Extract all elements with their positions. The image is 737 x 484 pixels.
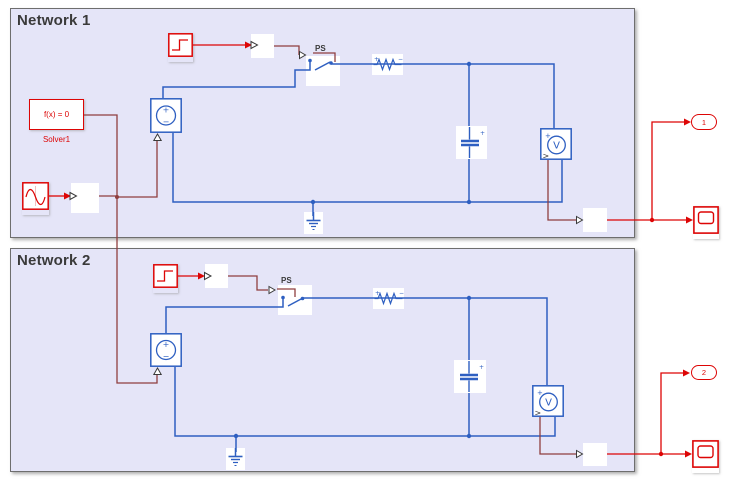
- resistor-block-2[interactable]: + −: [373, 288, 404, 314]
- ground-block-2[interactable]: [226, 448, 245, 475]
- capacitor-block-2[interactable]: +: [454, 360, 486, 398]
- svg-text:+: +: [374, 56, 379, 63]
- sine-wave-icon: [22, 182, 49, 210]
- simulink-ps-converter-step-2[interactable]: [205, 264, 228, 288]
- solver-configuration-block-1[interactable]: f(x) = 0: [29, 99, 84, 130]
- scope-block-1[interactable]: [693, 206, 719, 239]
- ps-output-port-glyph: >: [535, 409, 542, 418]
- ground-icon: [226, 448, 245, 470]
- solver-expression: f(x) = 0: [43, 110, 70, 119]
- capacitor-icon: +: [456, 126, 487, 159]
- scope-block-2[interactable]: [692, 440, 719, 473]
- svg-text:+: +: [163, 106, 170, 115]
- svg-text:+: +: [479, 364, 484, 371]
- network-1-area[interactable]: Network 1: [10, 8, 635, 238]
- svg-text:+: +: [480, 130, 485, 137]
- ps-output-port-glyph: >: [543, 152, 550, 161]
- scope-icon: [692, 440, 719, 468]
- ground-icon: [304, 212, 323, 234]
- ps-simulink-converter-1[interactable]: [583, 208, 607, 232]
- outport-1[interactable]: 1: [691, 114, 717, 130]
- svg-text:−: −: [399, 290, 404, 297]
- voltage-sensor-icon: + V >: [532, 385, 564, 418]
- network-2-area[interactable]: Network 2: [10, 248, 635, 472]
- sine-wave-block-1[interactable]: [22, 182, 49, 215]
- ps-input-port-triangle: [152, 132, 163, 141]
- voltage-source-icon: + −: [150, 333, 182, 375]
- svg-text:V: V: [545, 398, 552, 409]
- voltage-sensor-1[interactable]: + V >: [540, 128, 572, 165]
- switch-block-2[interactable]: [278, 285, 312, 315]
- scope-icon: [693, 206, 719, 234]
- svg-text:−: −: [398, 56, 403, 63]
- ps-input-port-triangle: [152, 366, 163, 375]
- resistor-block-1[interactable]: + −: [372, 54, 403, 80]
- voltage-sensor-2[interactable]: + V >: [532, 385, 564, 422]
- capacitor-block-1[interactable]: +: [456, 126, 487, 164]
- simulink-ps-converter-step-1[interactable]: [251, 34, 274, 58]
- switch-ps-port-label-1: PS: [315, 44, 326, 53]
- step-block-1[interactable]: [168, 33, 193, 62]
- step-block-2[interactable]: [153, 264, 178, 293]
- step-icon: [153, 264, 178, 288]
- ground-block-1[interactable]: [304, 212, 323, 239]
- ps-simulink-converter-2[interactable]: [583, 443, 607, 466]
- svg-text:+: +: [163, 340, 170, 349]
- network-2-title: Network 2: [17, 252, 91, 269]
- svg-text:−: −: [163, 352, 170, 361]
- controlled-voltage-source-2[interactable]: + −: [150, 333, 182, 382]
- simulink-ps-converter-sine-1[interactable]: [71, 183, 99, 213]
- resistor-icon: + −: [372, 54, 403, 75]
- network-1-title: Network 1: [17, 12, 91, 29]
- svg-text:+: +: [375, 290, 380, 297]
- resistor-icon: + −: [373, 288, 404, 309]
- outport-2[interactable]: 2: [691, 365, 717, 380]
- step-icon: [168, 33, 193, 57]
- switch-block-1[interactable]: [306, 56, 340, 86]
- controlled-voltage-source-1[interactable]: + −: [150, 98, 182, 148]
- svg-text:V: V: [553, 141, 560, 152]
- svg-text:−: −: [163, 118, 170, 127]
- solver-block-name: Solver1: [42, 135, 71, 144]
- voltage-source-icon: + −: [150, 98, 182, 141]
- capacitor-icon: +: [454, 360, 486, 393]
- voltage-sensor-icon: + V >: [540, 128, 572, 161]
- switch-ps-port-label-2: PS: [281, 276, 292, 285]
